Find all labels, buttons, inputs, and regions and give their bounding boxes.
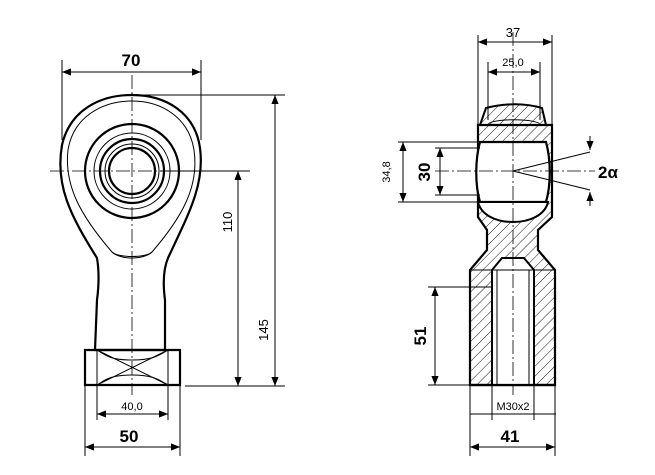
side-dimensions: 37 25,0 30 34,8 2α 51 M30x2 41 xyxy=(381,25,618,456)
dim-front-width-top: 70 xyxy=(122,51,141,70)
dim-front-shank-inner: 40,0 xyxy=(121,401,142,413)
front-outer-contour xyxy=(59,93,202,352)
front-view xyxy=(50,75,250,395)
dim-side-width-top: 37 xyxy=(506,25,520,40)
side-view xyxy=(435,32,595,395)
front-dimensions: 70 110 145 40,0 50 xyxy=(61,51,285,456)
dim-front-height-total: 145 xyxy=(256,319,271,341)
dim-side-shank-width: 41 xyxy=(501,427,520,446)
side-race-top xyxy=(478,103,548,126)
dim-side-thread: M30x2 xyxy=(496,401,529,413)
dim-side-thread-depth: 51 xyxy=(411,327,430,346)
dim-side-ball-width: 25,0 xyxy=(502,57,523,69)
dim-front-height-center: 110 xyxy=(220,212,235,233)
dim-side-bore: 30 xyxy=(415,163,434,182)
dim-tilt-angle: 2α xyxy=(598,163,618,182)
front-hex-chamfer xyxy=(96,349,169,361)
dim-front-shank-width: 50 xyxy=(120,427,139,446)
front-hex-base xyxy=(83,348,182,387)
dim-side-ball-dia: 34,8 xyxy=(381,161,393,182)
